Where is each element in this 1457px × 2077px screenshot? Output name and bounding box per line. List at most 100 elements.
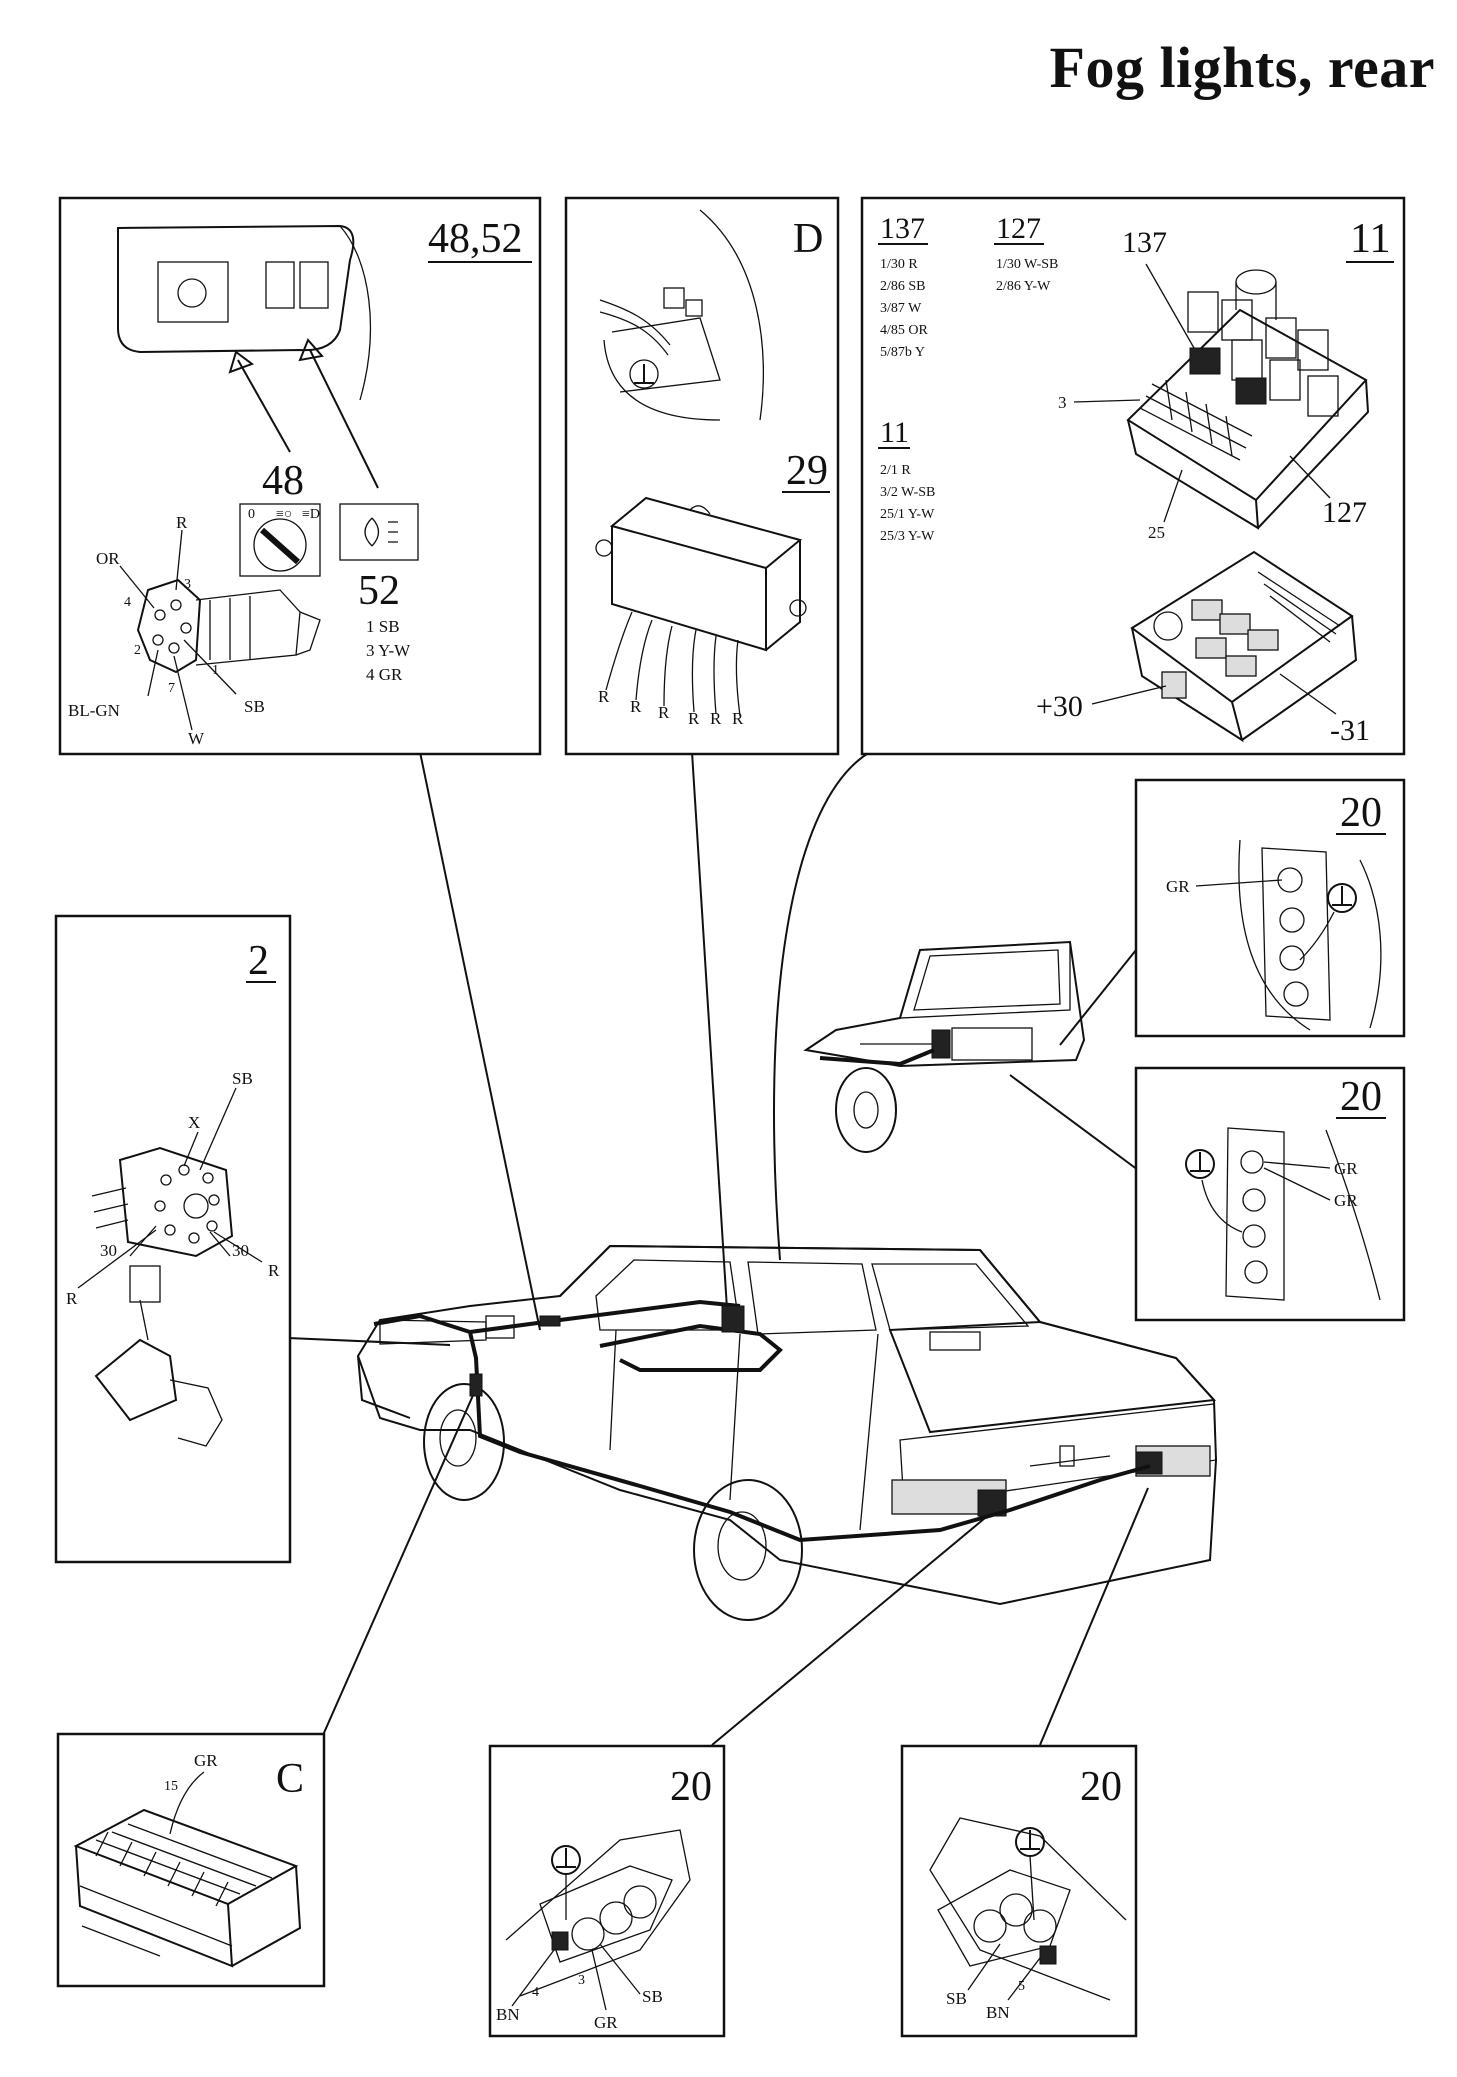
ignition-label-sb: SB [232, 1069, 253, 1088]
fog-label-bn: BN [986, 2003, 1010, 2022]
fusebox-pin: 25/3 Y-W [880, 529, 935, 544]
pin-1: 1 [212, 663, 219, 678]
wire-w: W [188, 729, 205, 748]
wire-r-5: R [710, 709, 722, 728]
panel-ref-d: D [793, 216, 823, 262]
fog-label-bn: BN [496, 2005, 520, 2024]
car-rear-view-illustration [803, 940, 1086, 1153]
panel-relays: 11 137 1/30 R 2/86 SB 3/87 W 4/85 OR 5/8… [860, 196, 1406, 756]
fog-pin-4: 4 [532, 1985, 539, 2000]
fog-label-sb: SB [946, 1989, 967, 2008]
car-sedan-illustration [356, 1244, 1218, 1621]
dashboard-switch-panel [117, 224, 355, 354]
relay-block-icon [1126, 269, 1370, 530]
connector-pin-15: 15 [164, 1779, 178, 1794]
panel-connector-c: C GR 15 [56, 1732, 326, 1988]
fusebox-11-title: 11 [880, 416, 909, 449]
svg-text:0: 0 [248, 507, 255, 522]
relay-127-pin: 1/30 W-SB [996, 257, 1058, 272]
control-module-icon [595, 496, 807, 652]
wire-bl-gn: BL-GN [68, 701, 120, 720]
fusebox-pin: 2/1 R [880, 463, 911, 478]
rear-light-label-gr: GR [1334, 1159, 1358, 1178]
wire-r: R [176, 513, 188, 532]
relay-137-pin: 2/86 SB [880, 279, 926, 294]
ignition-lock-icon [94, 1265, 223, 1447]
pin-list-3: 4 GR [366, 665, 403, 684]
ground-icon [1327, 883, 1357, 913]
callout-127: 127 [1322, 496, 1367, 529]
svg-text:≡D: ≡D [302, 507, 320, 522]
relay-127-title: 127 [996, 212, 1041, 245]
pin-2: 2 [134, 643, 141, 658]
pin-7: 7 [168, 681, 175, 696]
panel-ref-20-fog-right: 20 [1080, 1764, 1122, 1810]
fusebox-pin: 3/2 W-SB [880, 485, 935, 500]
relay-137-pin: 3/87 W [880, 301, 922, 316]
panel-ref-c: C [276, 1756, 304, 1802]
panel-ground-d: D 29 R R R R R R [564, 196, 840, 756]
panel-ref-20-upper: 20 [1340, 790, 1382, 836]
fog-pin-3: 3 [578, 1973, 585, 1988]
ignition-terminal-30: 30 [100, 1241, 117, 1260]
pin-list-2: 3 Y-W [366, 641, 411, 660]
panel-ref-2: 2 [248, 938, 269, 984]
panel-ignition: 2 SB X 30 30 R R [54, 914, 292, 1564]
panel-rear-light-upper: 20 GR [1134, 778, 1406, 1038]
wire-r-2: R [630, 697, 642, 716]
callout-25: 25 [1148, 523, 1165, 542]
ignition-label-x: X [188, 1113, 200, 1132]
wire-r-4: R [688, 709, 700, 728]
relay-127-pin: 2/86 Y-W [996, 279, 1051, 294]
rear-light-label-gr: GR [1166, 877, 1190, 896]
callout-plus30: +30 [1036, 690, 1083, 723]
ground-icon [1185, 1149, 1215, 1179]
pin-3: 3 [184, 577, 191, 592]
panel-ref-11: 11 [1350, 216, 1390, 262]
leader-lines [287, 751, 1149, 1761]
fuse-box-icon [1130, 550, 1358, 743]
relay-137-pin: 4/85 OR [880, 323, 929, 338]
pin-list-1: 1 SB [366, 617, 400, 636]
panel-ref-20-fog-left: 20 [670, 1764, 712, 1810]
fusebox-pin: 25/1 Y-W [880, 507, 935, 522]
rear-light-label-gr: GR [1334, 1191, 1358, 1210]
pin-4: 4 [124, 595, 131, 610]
panel-fog-light-left: 20 BN 4 3 SB GR [488, 1744, 726, 2038]
wire-r-1: R [598, 687, 610, 706]
light-switch-icon [239, 503, 321, 577]
wire-or: OR [96, 549, 120, 568]
panel-switches: 48,52 48 0≡○≡D 52 1 SB 3 Y-W 4 GR [58, 196, 542, 756]
panel-rear-light-lower: 20 GR GR [1134, 1066, 1406, 1322]
ground-icon [629, 359, 659, 389]
panel-fog-light-right: 20 SB BN 5 [900, 1744, 1138, 2038]
relay-137-title: 137 [880, 212, 925, 245]
svg-text:≡○: ≡○ [276, 507, 292, 522]
panel-ref-20-lower: 20 [1340, 1074, 1382, 1120]
multi-pin-connector-icon [73, 1808, 302, 1968]
callout-minus31: -31 [1330, 714, 1370, 747]
connector-label-gr: GR [194, 1751, 218, 1770]
wire-r-3: R [658, 703, 670, 722]
module-29-label: 29 [786, 448, 828, 494]
callout-137: 137 [1122, 226, 1167, 259]
wire-sb: SB [244, 697, 265, 716]
page-title: Fog lights, rear [1049, 35, 1435, 100]
relay-137-pin: 1/30 R [880, 257, 918, 272]
front-wheel-icon [423, 1383, 505, 1501]
switch-connector-icon [136, 578, 321, 674]
callout-3: 3 [1058, 393, 1067, 412]
relay-137-pin: 5/87b Y [880, 345, 925, 360]
fog-label-sb: SB [642, 1987, 663, 2006]
rear-wheel-icon [693, 1479, 803, 1621]
wire-r-6: R [732, 709, 744, 728]
fog-pin-5: 5 [1018, 1979, 1025, 1994]
component-52-label: 52 [358, 568, 400, 614]
fog-label-gr: GR [594, 2013, 618, 2032]
fog-switch-icon [339, 503, 419, 561]
component-48-label: 48 [262, 458, 304, 504]
ignition-label-r: R [268, 1261, 280, 1280]
ignition-switch-icon [91, 1146, 234, 1258]
ignition-label-r: R [66, 1289, 78, 1308]
